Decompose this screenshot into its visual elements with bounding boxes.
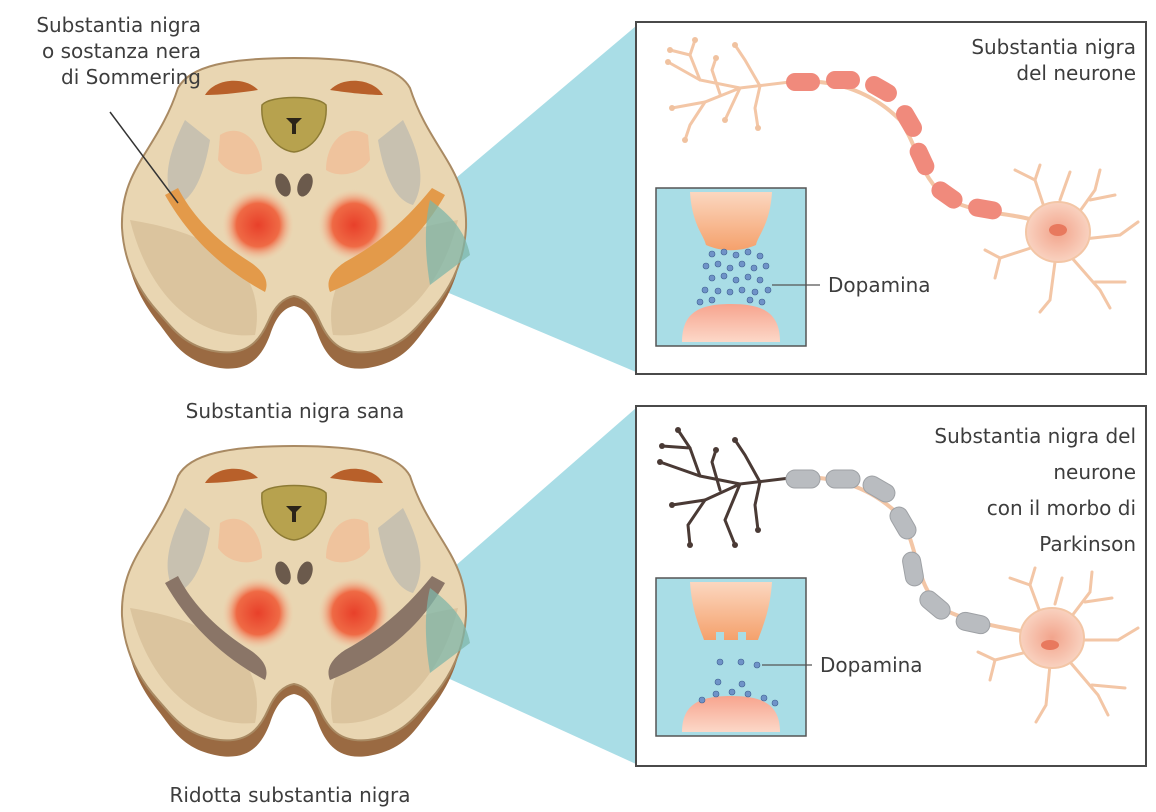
callout-line-2: o sostanza nera [6,38,201,64]
neuron-label-healthy-line-2: del neurone [880,60,1136,86]
caption-reduced: Ridotta substantia nigra [140,782,440,808]
neuron-label-diseased-line-1: Substantia nigra del [860,418,1136,454]
neuron-label-diseased-line-4: Parkinson [860,526,1136,562]
neuron-label-diseased: Substantia nigra del neurone con il morb… [860,418,1136,562]
neuron-label-healthy: Substantia nigra del neurone [880,34,1136,86]
callout-line-3: di Sommering [6,64,201,90]
brainstem-healthy [122,58,470,369]
neuron-label-healthy-line-1: Substantia nigra [880,34,1136,60]
neuron-label-diseased-line-3: con il morbo di [860,490,1136,526]
presynaptic-terminal-diseased [690,582,772,640]
dopamine-label-healthy: Dopamina [828,272,931,298]
callout-line-1: Substantia nigra [6,12,201,38]
neuron-label-diseased-line-2: neurone [860,454,1136,490]
brainstem-reduced [122,446,470,757]
dopamine-label-diseased: Dopamina [820,652,923,678]
caption-healthy: Substantia nigra sana [150,398,440,424]
substantia-nigra-callout: Substantia nigra o sostanza nera di Somm… [6,12,201,90]
